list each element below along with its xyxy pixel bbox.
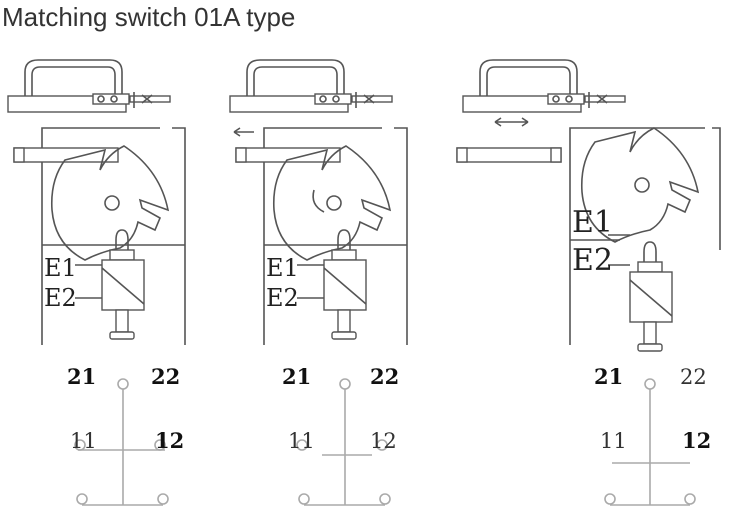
panel-rotating: E1 E2 21 22 11 12 bbox=[229, 59, 408, 506]
label-e1: E1 bbox=[44, 254, 77, 282]
rotation-arrow-icon bbox=[312, 189, 325, 213]
label-e1: E1 bbox=[266, 254, 299, 282]
contact-12: 12 bbox=[682, 428, 711, 453]
contact-22: 22 bbox=[151, 364, 180, 389]
contact-21: 21 bbox=[282, 364, 311, 389]
panel-released: E1 E2 21 22 11 12 bbox=[456, 59, 721, 506]
diagram-title: Matching switch 01A type bbox=[2, 2, 296, 32]
label-e2: E2 bbox=[44, 284, 77, 312]
contact-11: 11 bbox=[288, 429, 315, 453]
contact-12: 12 bbox=[370, 429, 397, 453]
contact-22: 22 bbox=[680, 365, 707, 389]
arrow-left-icon bbox=[233, 127, 254, 137]
contact-22: 22 bbox=[370, 364, 399, 389]
label-e1: E1 bbox=[572, 205, 613, 240]
contact-11: 11 bbox=[70, 429, 97, 453]
contact-11: 11 bbox=[600, 429, 627, 453]
contact-21: 21 bbox=[67, 364, 96, 389]
panel-initial: E1 E2 21 22 11 12 bbox=[7, 59, 186, 506]
label-e2: E2 bbox=[266, 284, 299, 312]
contact-12: 12 bbox=[155, 428, 184, 453]
double-arrow-icon bbox=[494, 117, 529, 127]
label-e2: E2 bbox=[572, 243, 613, 278]
contact-21: 21 bbox=[594, 364, 623, 389]
